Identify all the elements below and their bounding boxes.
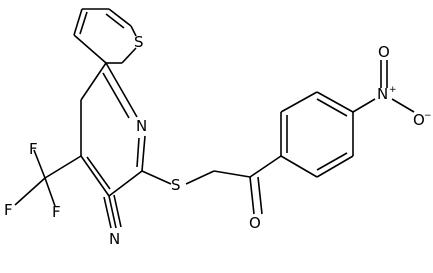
bond bbox=[185, 170, 215, 185]
fluorine-top-label: F bbox=[29, 140, 38, 158]
nitro-nitrogen-charge: + bbox=[389, 85, 397, 95]
ketone-oxygen-label: O bbox=[249, 214, 261, 232]
thioether-sulfur-label: S bbox=[171, 176, 181, 194]
bond-double-inner bbox=[105, 13, 125, 29]
bond bbox=[44, 155, 82, 179]
bond bbox=[108, 170, 143, 197]
bond-double-inner bbox=[102, 72, 130, 119]
nitro-oxygen-charge: − bbox=[424, 111, 432, 121]
bond-double-inner bbox=[316, 152, 348, 171]
bond bbox=[213, 170, 251, 178]
bond bbox=[130, 25, 137, 37]
bond bbox=[141, 170, 172, 185]
nitrile-nitrogen-label: N bbox=[109, 230, 120, 248]
nitro-group bbox=[352, 60, 415, 113]
bond-triple-right bbox=[113, 194, 122, 228]
bond bbox=[108, 8, 132, 27]
bond-double bbox=[257, 176, 263, 215]
bond-double-inner bbox=[79, 11, 88, 35]
thiophene-ring bbox=[73, 8, 137, 64]
bond-double-inner bbox=[86, 156, 111, 190]
bond bbox=[141, 135, 146, 172]
fluorine-left-label: F bbox=[4, 201, 13, 219]
bond bbox=[316, 91, 354, 113]
thioether-linker bbox=[141, 170, 251, 185]
bond bbox=[80, 155, 110, 197]
bond bbox=[249, 155, 282, 178]
bond-double-inner bbox=[316, 98, 348, 117]
nitro-oxygen-right-label: O bbox=[413, 111, 425, 129]
bond bbox=[105, 62, 138, 118]
benzene-ring bbox=[280, 91, 354, 178]
bond bbox=[33, 149, 46, 179]
nitrile-group bbox=[103, 194, 122, 229]
bond bbox=[249, 176, 255, 215]
fluorine-bottom-label: F bbox=[52, 203, 61, 221]
bond bbox=[80, 62, 107, 101]
bond-triple-left bbox=[103, 196, 112, 229]
bond bbox=[14, 177, 46, 206]
nitro-nitrogen-label: N bbox=[377, 85, 388, 103]
pyridine-nitrogen-label: N bbox=[136, 117, 147, 135]
bond bbox=[316, 155, 354, 178]
bond bbox=[73, 8, 83, 36]
bond bbox=[44, 177, 56, 207]
nitro-oxygen-top-label: O bbox=[378, 43, 390, 61]
bond bbox=[108, 195, 117, 229]
bond bbox=[352, 98, 376, 113]
thiophene-sulfur-label: S bbox=[134, 33, 144, 51]
bond bbox=[391, 98, 415, 113]
trifluoromethyl-group bbox=[14, 149, 82, 207]
ketone-group bbox=[249, 155, 282, 215]
bond bbox=[73, 34, 107, 64]
bond bbox=[121, 47, 137, 64]
bond bbox=[280, 91, 318, 113]
bond bbox=[280, 155, 318, 178]
bond-double-inner bbox=[136, 137, 140, 168]
pyridine-ring bbox=[80, 62, 146, 197]
